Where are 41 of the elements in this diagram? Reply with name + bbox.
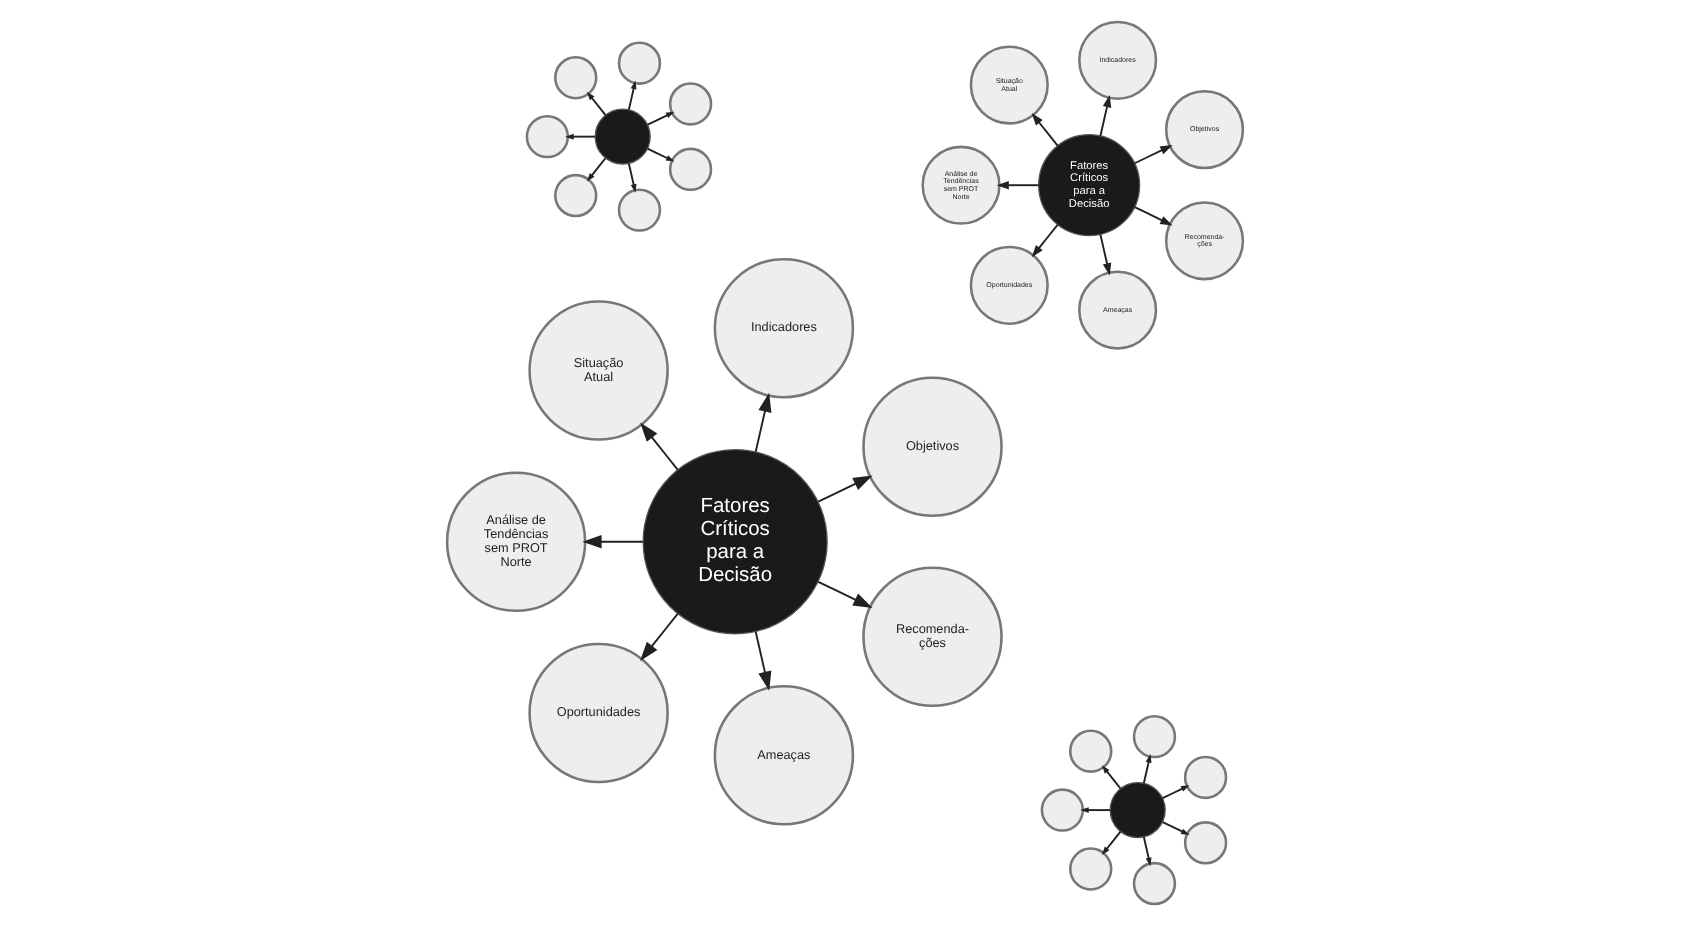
arrow bbox=[1101, 830, 1122, 856]
arrow bbox=[1031, 113, 1059, 147]
arrow bbox=[646, 147, 675, 162]
arrow bbox=[582, 535, 644, 549]
arrow bbox=[1142, 754, 1152, 785]
arrow bbox=[1031, 223, 1059, 258]
node-circle bbox=[594, 108, 651, 165]
node-circle bbox=[617, 188, 662, 232]
arrow bbox=[1133, 145, 1173, 165]
node-circle bbox=[1132, 714, 1177, 759]
node-circle bbox=[1183, 755, 1228, 800]
arrow bbox=[817, 475, 873, 503]
arrow bbox=[646, 111, 675, 126]
arrow bbox=[640, 612, 679, 661]
arrow bbox=[754, 392, 772, 453]
arrow bbox=[1161, 821, 1190, 836]
node-circle bbox=[668, 82, 713, 126]
arrow bbox=[565, 133, 597, 140]
node-circle bbox=[617, 41, 662, 85]
arrow bbox=[1101, 765, 1122, 790]
arrow bbox=[1099, 94, 1112, 137]
arrow bbox=[1142, 836, 1152, 867]
arrow bbox=[1080, 807, 1112, 814]
node-circle bbox=[525, 114, 570, 159]
arrow bbox=[754, 630, 772, 691]
arrow bbox=[627, 162, 637, 193]
node-circle bbox=[668, 147, 713, 192]
arrow bbox=[817, 580, 873, 608]
node-circle bbox=[1132, 861, 1177, 906]
node-circle bbox=[1040, 788, 1085, 832]
arrow bbox=[996, 180, 1040, 190]
node-circle bbox=[1183, 821, 1228, 865]
arrow bbox=[586, 157, 607, 182]
arrow bbox=[1161, 785, 1190, 800]
arrow bbox=[586, 91, 607, 116]
arrow bbox=[640, 422, 679, 471]
node-circle bbox=[1109, 782, 1166, 839]
arrow bbox=[1099, 233, 1112, 276]
node-circle: Fatores Críticos para a Decisão bbox=[642, 449, 828, 635]
arrow bbox=[627, 80, 637, 111]
arrow bbox=[1133, 206, 1173, 226]
